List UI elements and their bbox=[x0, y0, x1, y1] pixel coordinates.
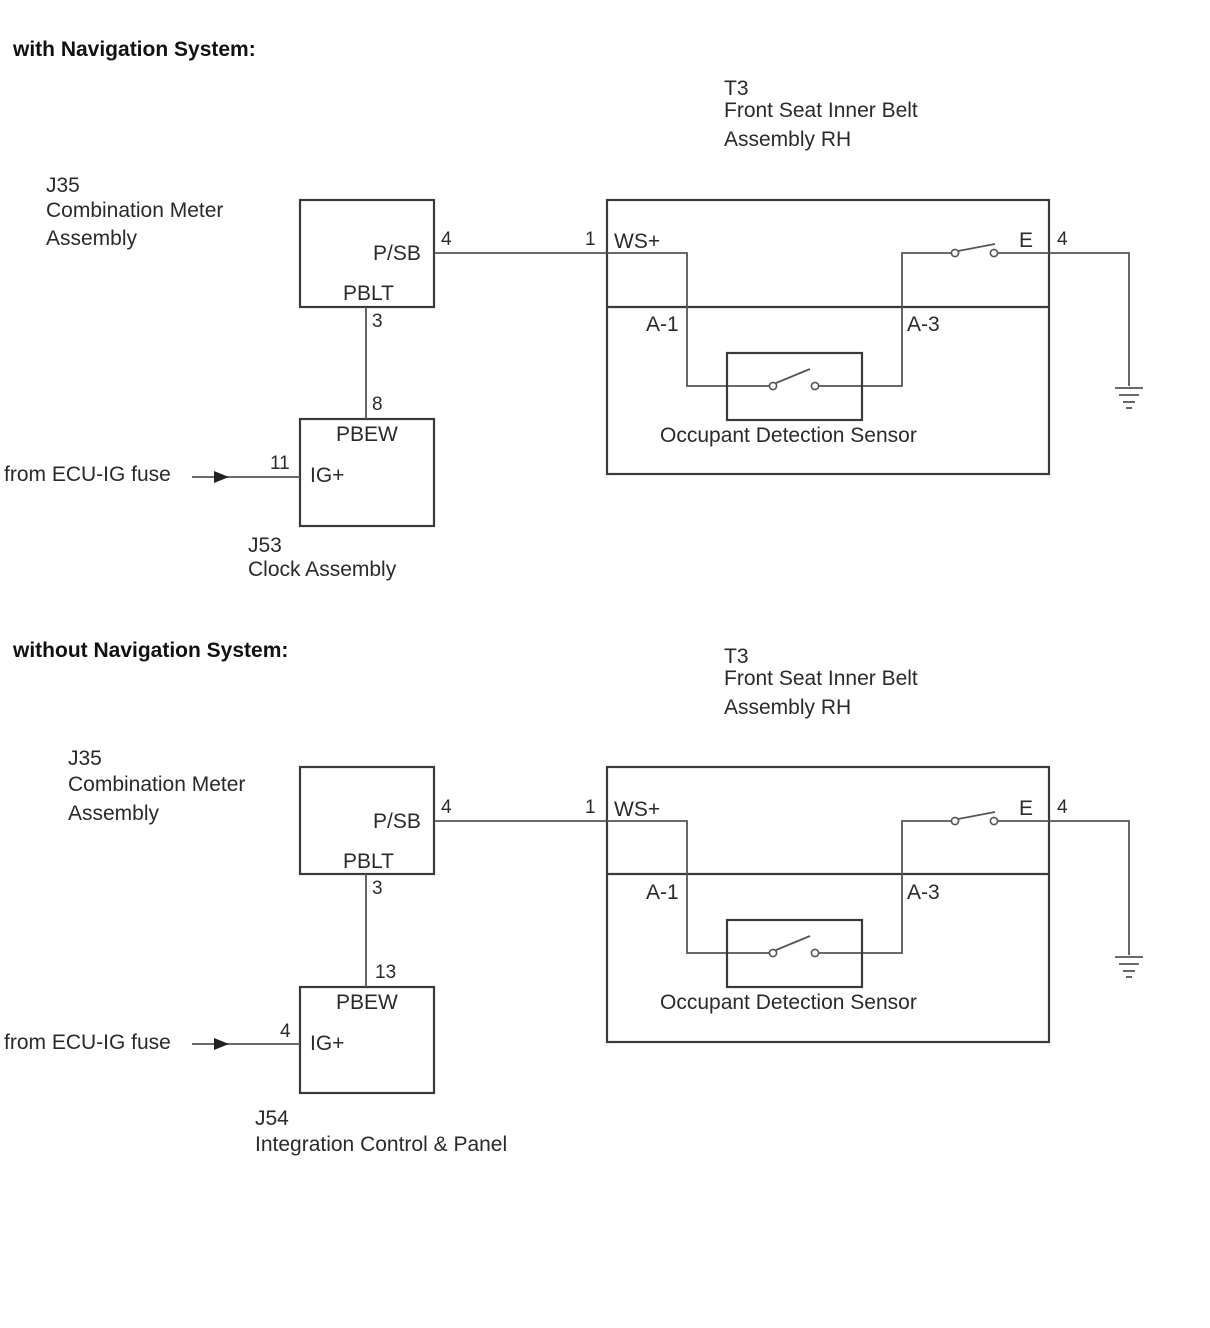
panel-box bbox=[298, 985, 436, 1095]
panel-pin-ig-label: IG+ bbox=[310, 1032, 344, 1055]
section-heading: with Navigation System: bbox=[12, 38, 256, 61]
sensor-switch-icon bbox=[768, 935, 820, 958]
feed-arrow-icon bbox=[214, 1038, 229, 1050]
clock-pin-pbew-label: PBEW bbox=[336, 423, 398, 446]
buckle-switch-icon bbox=[950, 243, 999, 258]
occupant-sensor-box bbox=[725, 918, 864, 989]
meter-pin-pblt-label: PBLT bbox=[343, 850, 394, 873]
belt-pin-ws-number: 1 bbox=[585, 229, 596, 250]
feed-arrow-icon bbox=[214, 471, 229, 483]
meter-code: J35 bbox=[46, 174, 80, 197]
sensor-pin-a3: A-3 bbox=[907, 881, 940, 904]
meter-name-line1: Combination Meter bbox=[68, 773, 245, 796]
belt-name-line2: Assembly RH bbox=[724, 128, 851, 151]
clock-assembly: 8 PBEW IG+ 11 J53 Clock Assembly bbox=[248, 394, 436, 581]
sensor-pin-a1: A-1 bbox=[646, 881, 679, 904]
belt-box bbox=[605, 198, 1051, 476]
meter-code: J35 bbox=[68, 747, 102, 770]
combination-meter-assembly: J35 Combination Meter Assembly P/SB 4 PB… bbox=[46, 174, 452, 332]
belt-box bbox=[605, 765, 1051, 1044]
ground-wire bbox=[1049, 820, 1130, 955]
section-with-navigation: with Navigation System: J35 Combination … bbox=[4, 38, 1143, 581]
front-seat-inner-belt-assembly: T3 Front Seat Inner Belt Assembly RH 1 W… bbox=[585, 77, 1068, 476]
ground-icon bbox=[1115, 387, 1143, 409]
section-heading: without Navigation System: bbox=[12, 639, 288, 662]
meter-pin-pblt-label: PBLT bbox=[343, 282, 394, 305]
ground-icon bbox=[1115, 956, 1143, 978]
clock-pin-ig-label: IG+ bbox=[310, 464, 344, 487]
occupant-sensor-label: Occupant Detection Sensor bbox=[660, 991, 917, 1014]
belt-code: T3 bbox=[724, 645, 749, 668]
occupant-sensor-label: Occupant Detection Sensor bbox=[660, 424, 917, 447]
meter-name-line2: Assembly bbox=[46, 227, 138, 250]
belt-name-line1: Front Seat Inner Belt bbox=[724, 99, 918, 122]
sensor-switch-icon bbox=[768, 368, 820, 391]
meter-pin-psb-number: 4 bbox=[441, 797, 452, 818]
belt-pin-e-label: E bbox=[1019, 229, 1033, 252]
clock-pin-pbew-number: 8 bbox=[372, 394, 383, 415]
clock-name: Clock Assembly bbox=[248, 558, 397, 581]
sensor-pin-a1: A-1 bbox=[646, 313, 679, 336]
ground-wire bbox=[1049, 252, 1130, 386]
sensor-pin-a3: A-3 bbox=[907, 313, 940, 336]
belt-name-line1: Front Seat Inner Belt bbox=[724, 667, 918, 690]
fuse-source-label: from ECU-IG fuse bbox=[4, 1031, 171, 1054]
ws-to-sensor-wire bbox=[607, 820, 773, 954]
meter-pin-psb-label: P/SB bbox=[373, 810, 421, 833]
front-seat-inner-belt-assembly: T3 Front Seat Inner Belt Assembly RH 1 W… bbox=[585, 645, 1068, 1044]
meter-pin-pblt-number: 3 bbox=[372, 311, 383, 332]
belt-pin-e-number: 4 bbox=[1057, 797, 1068, 818]
panel-pin-ig-number: 4 bbox=[280, 1021, 291, 1042]
belt-pin-ws-number: 1 bbox=[585, 797, 596, 818]
belt-name-line2: Assembly RH bbox=[724, 696, 851, 719]
panel-pin-pbew-label: PBEW bbox=[336, 991, 398, 1014]
meter-name-line2: Assembly bbox=[68, 802, 160, 825]
ws-to-sensor-wire bbox=[607, 252, 773, 387]
combination-meter-assembly: J35 Combination Meter Assembly P/SB 4 PB… bbox=[68, 747, 452, 899]
meter-pin-psb-label: P/SB bbox=[373, 242, 421, 265]
belt-pin-e-label: E bbox=[1019, 797, 1033, 820]
clock-box bbox=[298, 417, 436, 528]
panel-name: Integration Control & Panel bbox=[255, 1133, 507, 1156]
fuse-source-label: from ECU-IG fuse bbox=[4, 463, 171, 486]
belt-pin-ws-label: WS+ bbox=[614, 230, 660, 253]
clock-code: J53 bbox=[248, 534, 282, 557]
section-without-navigation: without Navigation System: J35 Combinati… bbox=[4, 639, 1143, 1156]
sensor-to-switch-wire bbox=[815, 820, 953, 954]
clock-pin-ig-number: 11 bbox=[270, 453, 290, 474]
integration-control-panel: 13 PBEW IG+ 4 J54 Integration Control & … bbox=[255, 962, 507, 1156]
buckle-switch-icon bbox=[950, 811, 999, 826]
belt-pin-e-number: 4 bbox=[1057, 229, 1068, 250]
meter-pin-pblt-number: 3 bbox=[372, 878, 383, 899]
panel-pin-pbew-number: 13 bbox=[375, 962, 396, 983]
meter-name-line1: Combination Meter bbox=[46, 199, 223, 222]
belt-code: T3 bbox=[724, 77, 749, 100]
meter-pin-psb-number: 4 bbox=[441, 229, 452, 250]
belt-pin-ws-label: WS+ bbox=[614, 798, 660, 821]
occupant-sensor-box bbox=[725, 351, 864, 422]
panel-code: J54 bbox=[255, 1107, 289, 1130]
sensor-to-switch-wire bbox=[815, 252, 953, 387]
